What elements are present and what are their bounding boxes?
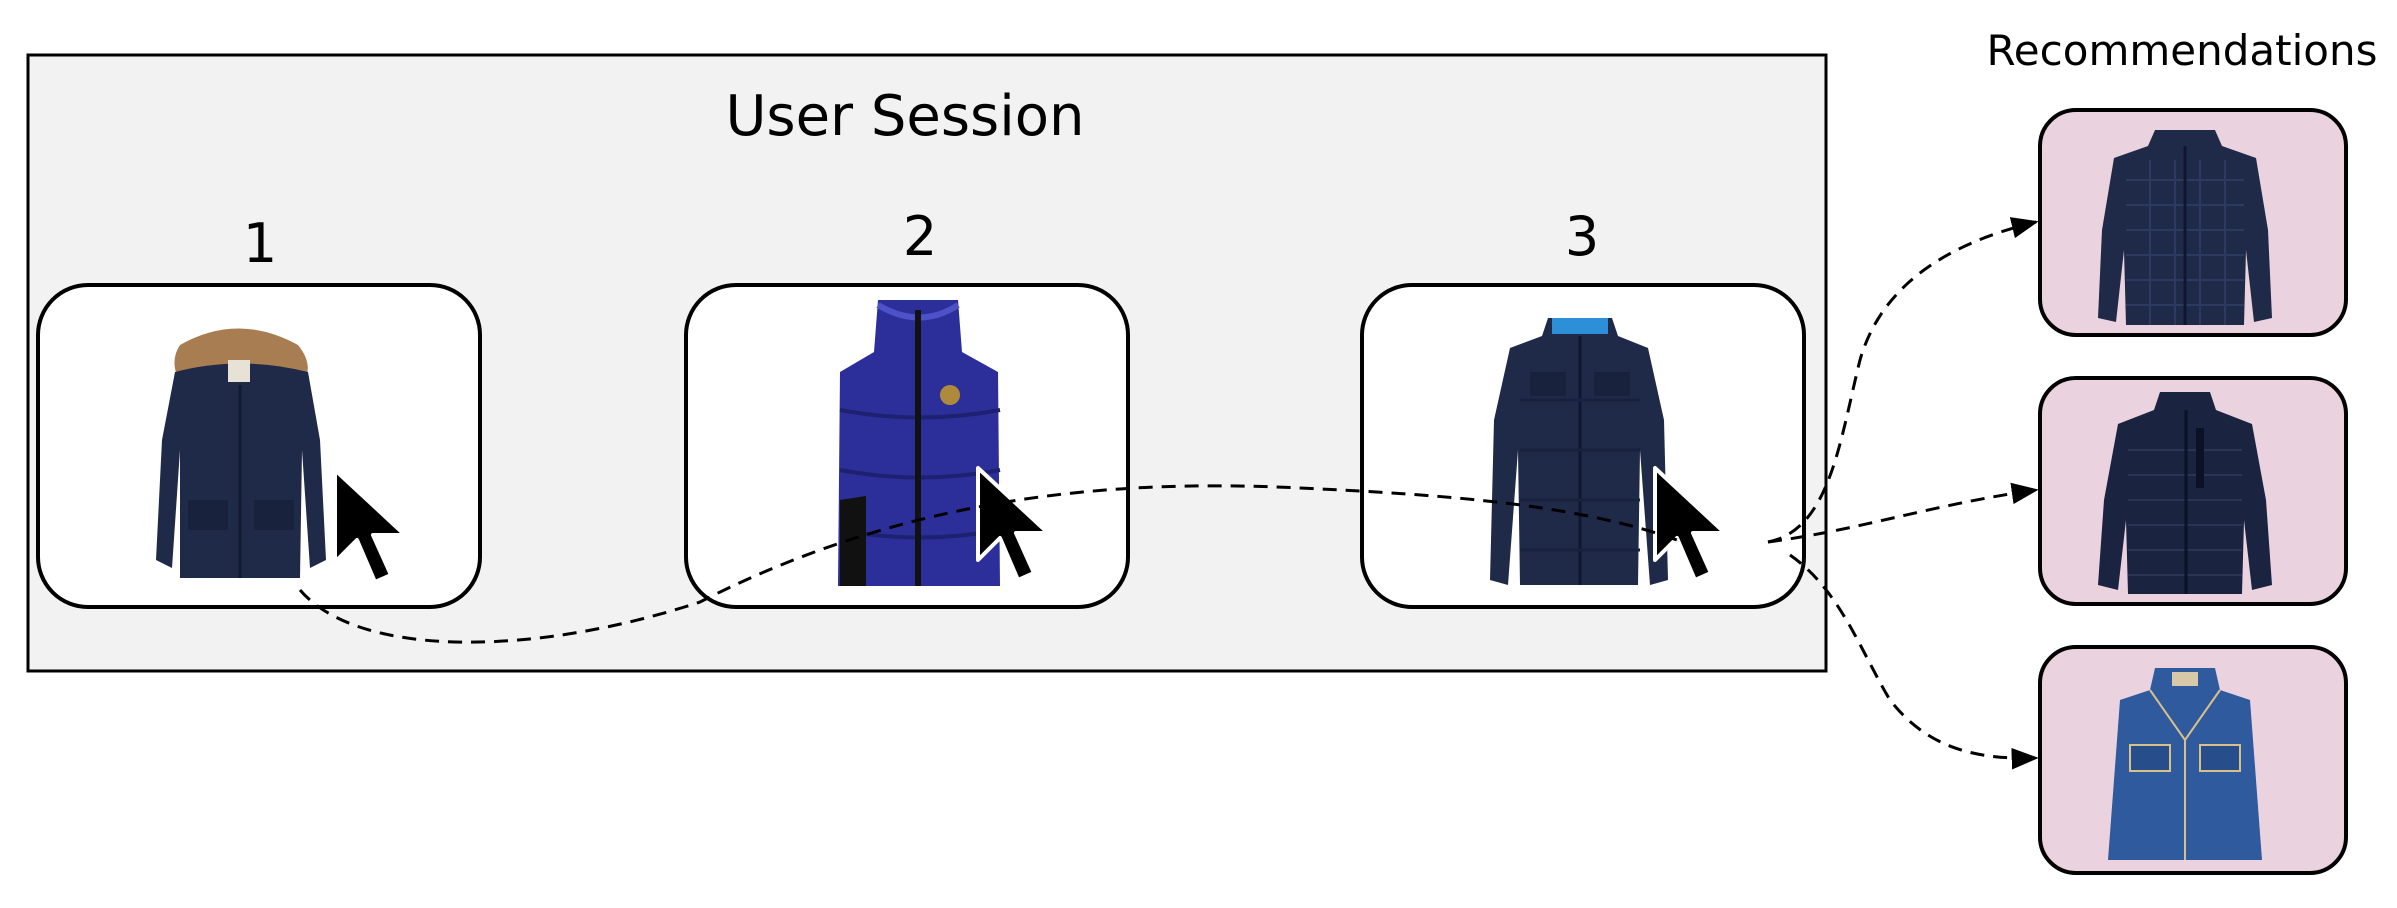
recommendation-arrow-3 [1789,553,2039,770]
recommendation-arrow-2 [1767,482,2039,544]
session-path [298,484,1691,644]
step-number-1: 1 [243,212,277,275]
step-number-3: 3 [1565,205,1599,268]
recommendations-title: Recommendations [1987,26,2378,75]
denim-vest-icon [2108,668,2262,860]
insulated-jacket-icon [2098,392,2272,594]
puffer-vest-icon [838,300,1001,586]
user-session-title: User Session [725,84,1084,149]
recommendation-arrow-1 [1767,217,2039,544]
parka-icon [156,328,326,578]
quilted-jacket-icon [2098,130,2272,325]
down-jacket-icon [1490,318,1668,585]
step-number-2: 2 [903,205,937,268]
